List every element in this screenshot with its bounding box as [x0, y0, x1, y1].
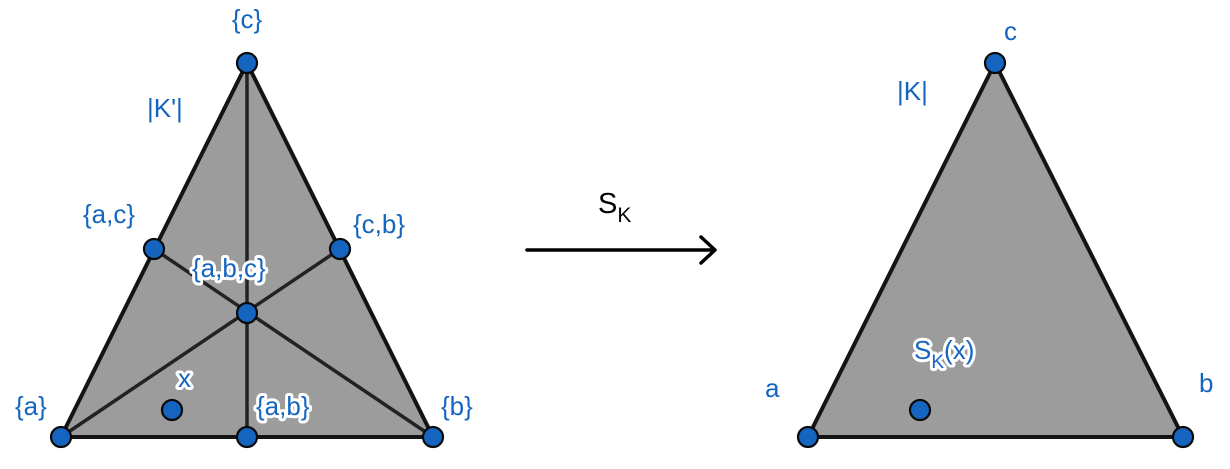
- right-simplex-face: [806, 61, 1185, 439]
- vertex-a-right: [796, 425, 820, 449]
- map-name: S: [598, 188, 617, 220]
- vertex-label-a: {a}: [15, 391, 47, 421]
- vertex-label-a-right: a: [765, 373, 780, 403]
- point-label-name: S: [914, 335, 931, 365]
- point-label-sk-x: SK(x): [914, 335, 974, 373]
- vertex-label-c: {c}: [232, 4, 263, 34]
- vertex-ac: [142, 237, 166, 261]
- vertex-ab: [235, 425, 259, 449]
- point-label-x: x: [178, 363, 191, 393]
- vertex-label-b-right: b: [1199, 368, 1213, 398]
- point-x: [160, 398, 184, 422]
- complex-label-left: |K'|: [147, 93, 183, 123]
- vertex-b-right: [1171, 425, 1195, 449]
- point-label-arg: (x): [944, 335, 974, 365]
- point-label-subscript: K: [931, 352, 944, 373]
- left-complex: |K'| {c} {a} {b} {a,c} {c,b} {a,b} {a,b,…: [15, 4, 473, 449]
- map-label: SK: [598, 188, 631, 227]
- vertex-c-right: [983, 51, 1007, 75]
- complex-label-right: |K|: [897, 76, 928, 106]
- vertex-label-ac: {a,c}: [83, 199, 135, 229]
- vertex-abc: [235, 301, 259, 325]
- vertex-label-b: {b}: [441, 391, 473, 421]
- vertex-label-c-right: c: [1004, 16, 1017, 46]
- arrow-head: [699, 235, 717, 265]
- vertex-label-cb: {c,b}: [353, 209, 405, 239]
- vertex-c: [235, 51, 259, 75]
- map-subscript: K: [617, 204, 631, 227]
- map-arrow-group: SK: [525, 188, 717, 265]
- vertex-b: [421, 425, 445, 449]
- edge-b-to-ac: [153, 247, 434, 439]
- point-sk-x: [908, 398, 932, 422]
- vertex-label-ab: {a,b}: [256, 391, 310, 421]
- vertex-a: [49, 425, 73, 449]
- vertex-label-abc: {a,b,c}: [192, 253, 266, 283]
- vertex-cb: [328, 237, 352, 261]
- right-complex: |K| c a b SK(x): [765, 16, 1213, 449]
- edge-a-to-cb: [60, 247, 341, 439]
